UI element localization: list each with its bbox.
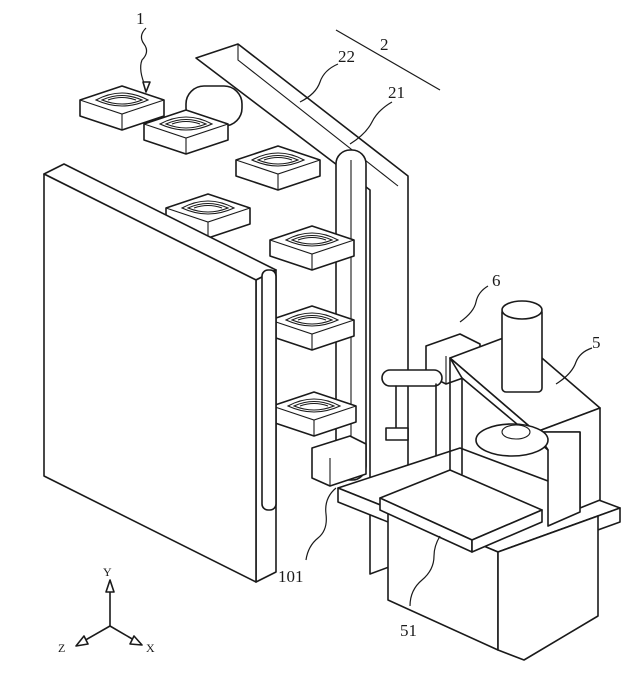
leader-21 bbox=[349, 101, 393, 145]
leader-51 bbox=[409, 535, 441, 607]
conveyor-chain bbox=[185, 85, 367, 481]
label-22: 22 bbox=[338, 47, 355, 66]
label-2: 2 bbox=[380, 35, 389, 54]
leader-1 bbox=[140, 27, 148, 89]
front-panel bbox=[43, 163, 277, 583]
label-1: 1 bbox=[136, 9, 145, 28]
label-21: 21 bbox=[388, 83, 405, 102]
label-5: 5 bbox=[592, 333, 601, 352]
label-101: 101 bbox=[278, 567, 304, 586]
label-6: 6 bbox=[492, 271, 501, 290]
axis-triad: Y Z X bbox=[58, 565, 155, 655]
leader-1-arrow bbox=[142, 81, 151, 93]
leader-22 bbox=[299, 63, 339, 103]
tray-bracket bbox=[311, 435, 367, 487]
press-frame bbox=[449, 300, 601, 527]
ref-line-2 bbox=[335, 29, 441, 91]
press-plate bbox=[379, 469, 543, 553]
leader-101 bbox=[305, 487, 337, 561]
axis-label-y: Y bbox=[103, 565, 112, 579]
leader-6 bbox=[459, 285, 489, 323]
axis-label-x: X bbox=[146, 641, 155, 655]
axis-label-z: Z bbox=[58, 641, 65, 655]
label-51: 51 bbox=[400, 621, 417, 640]
leader-5 bbox=[555, 347, 593, 385]
